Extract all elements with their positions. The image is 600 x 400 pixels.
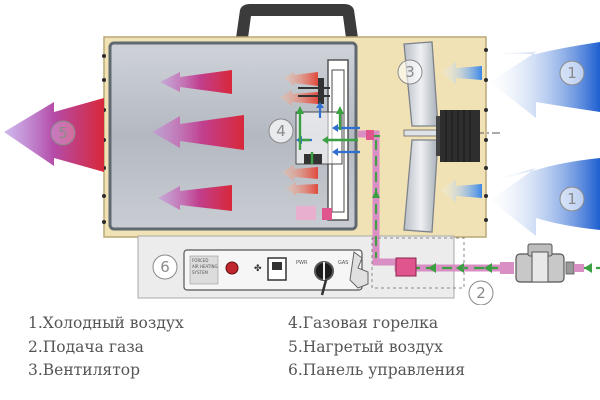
legend-item-cold-air: 1.Холодный воздух: [28, 314, 184, 332]
fan-motor: [436, 110, 480, 162]
gas-valve: [395, 257, 417, 277]
legend-item-burner: 4.Газовая горелка: [288, 314, 439, 332]
svg-text:4: 4: [276, 122, 286, 140]
legend-item-control-panel: 6.Панель управления: [288, 361, 466, 379]
heater-diagram: ✤ PWR GAS FORCED AIR HEATING SYSTEM 1 1 …: [4, 4, 600, 305]
svg-text:3: 3: [405, 63, 415, 81]
marker-2: 2: [468, 280, 494, 305]
marker-1-bottom: 1: [559, 186, 585, 212]
power-indicator: [225, 261, 239, 275]
marker-4: 4: [268, 118, 294, 144]
gas-knob-label: GAS: [338, 260, 348, 266]
legend-left-column: 1.Холодный воздух 2.Подача газа 3.Вентил…: [28, 312, 184, 383]
carry-handle: [236, 4, 358, 38]
panel-fine-print: FORCED AIR HEATING SYSTEM: [192, 258, 218, 275]
marker-5: 5: [50, 120, 76, 146]
control-panel: ✤ PWR GAS: [183, 249, 369, 296]
gas-line: [358, 130, 500, 277]
hot-air-outlet-arrow: [4, 98, 104, 172]
gas-regulator: [500, 243, 584, 283]
burner-flames: [280, 72, 318, 196]
legend-item-fan: 3.Вентилятор: [28, 361, 141, 379]
power-switch-label: PWR: [296, 260, 308, 266]
burner-gas-arrows: [296, 106, 358, 164]
svg-text:1: 1: [567, 64, 577, 82]
svg-text:SYSTEM: SYSTEM: [192, 270, 208, 275]
hot-air-arrows: [152, 70, 244, 211]
svg-text:5: 5: [58, 124, 68, 142]
svg-text:1: 1: [567, 190, 577, 208]
svg-text:FORCED: FORCED: [192, 258, 208, 263]
marker-6: 6: [152, 254, 178, 280]
svg-text:✤: ✤: [254, 264, 262, 274]
marker-3: 3: [397, 59, 423, 85]
legend-item-gas-supply: 2.Подача газа: [28, 337, 144, 356]
marker-1-top: 1: [559, 60, 585, 86]
legend-item-heated-air: 5.Нагретый воздух: [288, 337, 443, 356]
svg-text:2: 2: [476, 284, 486, 302]
svg-text:AIR HEATING: AIR HEATING: [192, 264, 218, 269]
gas-inlet-outline: [371, 237, 465, 289]
svg-text:6: 6: [160, 258, 170, 276]
legend-right-column: 4.Газовая горелка 5.Нагретый воздух 6.Па…: [288, 312, 465, 383]
